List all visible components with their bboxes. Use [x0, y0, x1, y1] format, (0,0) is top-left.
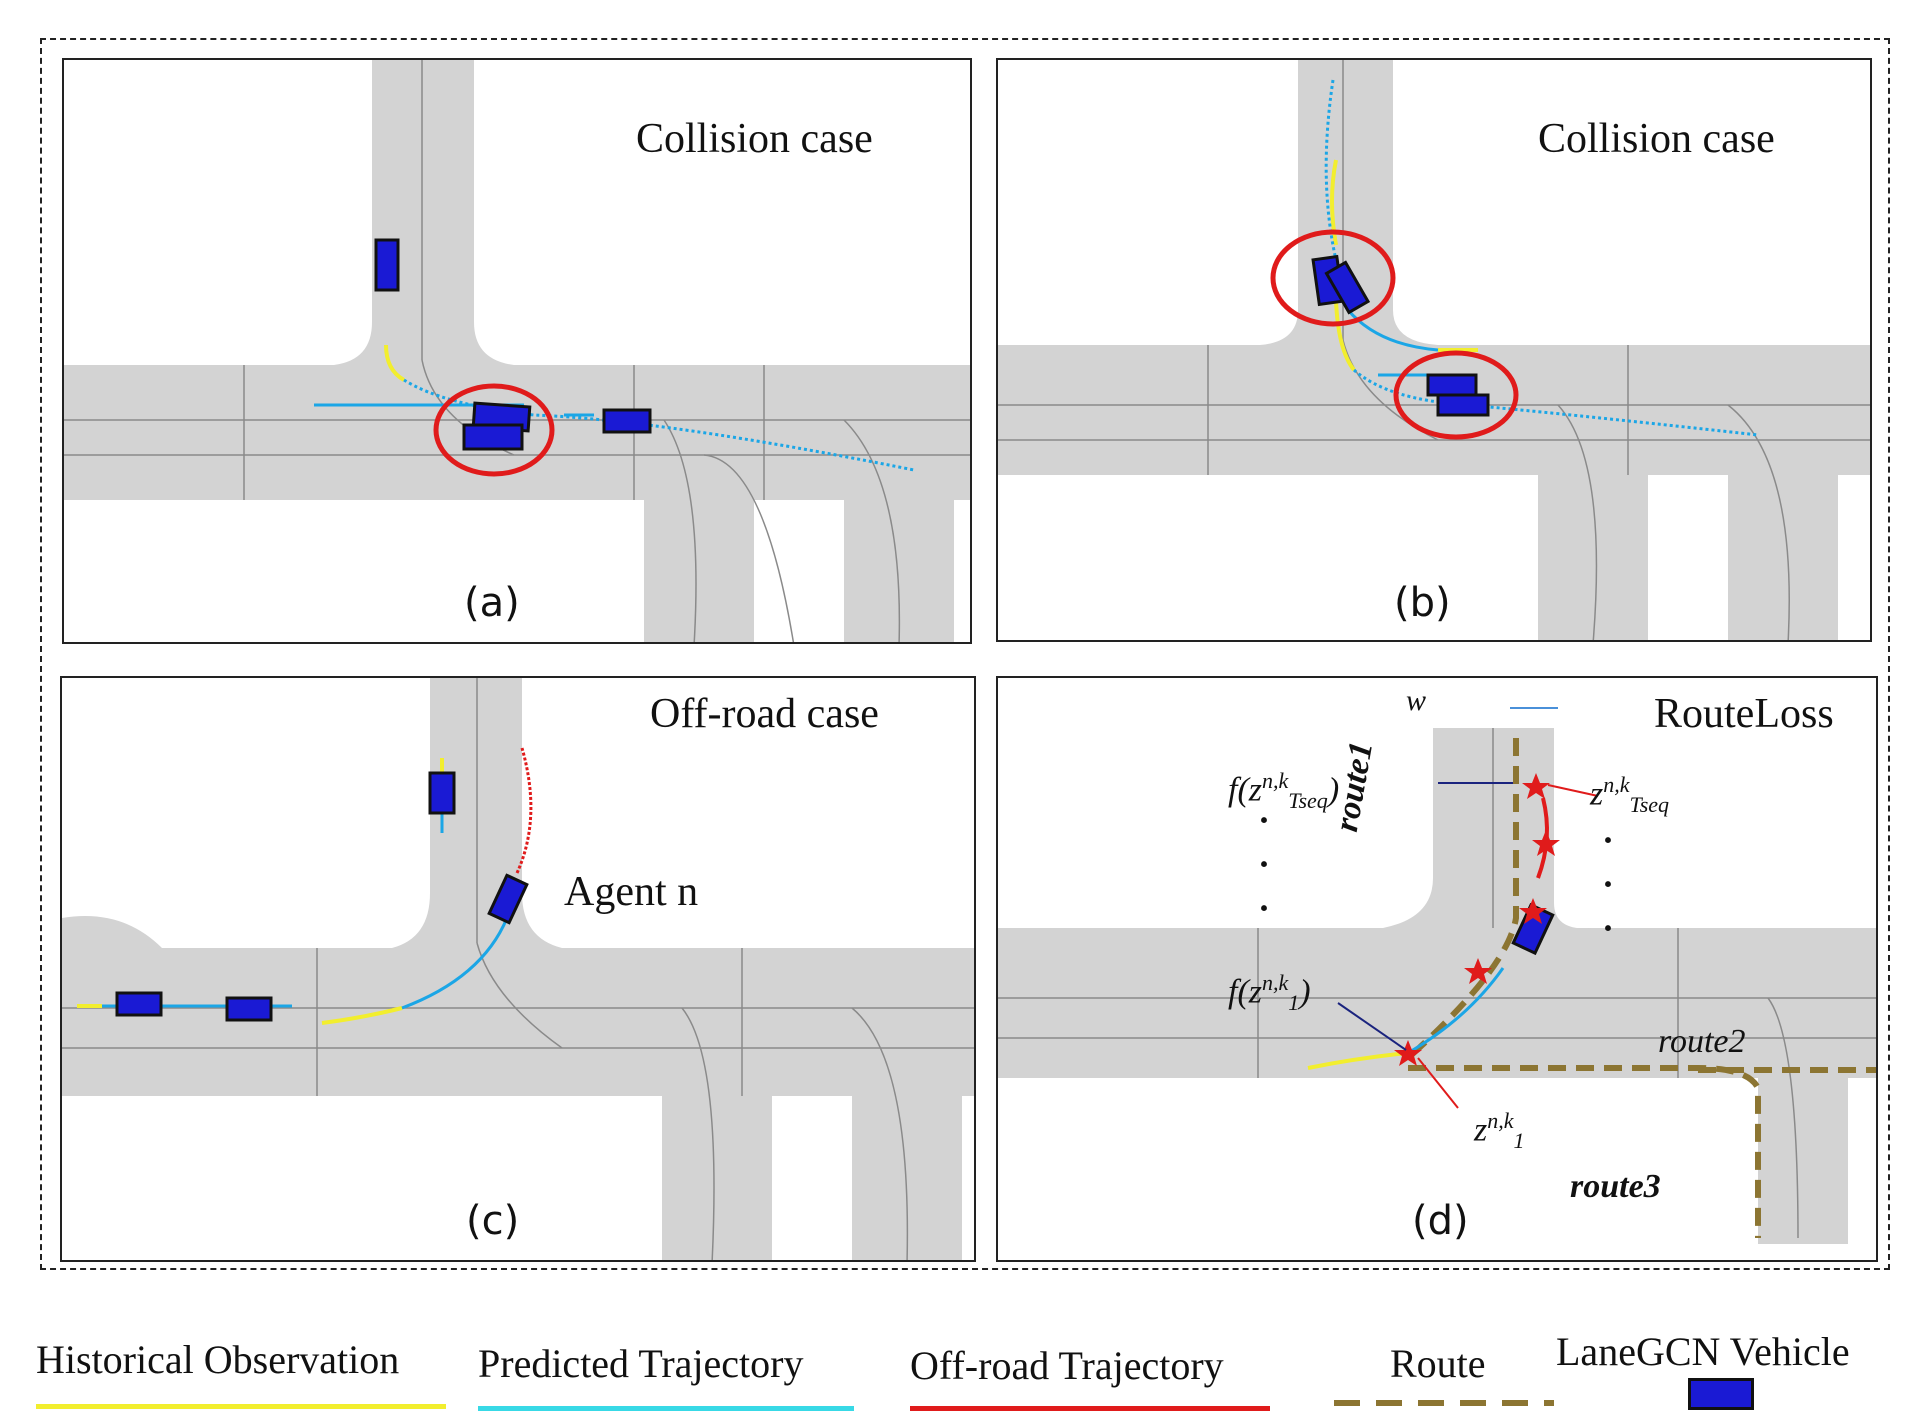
- panel-a-map: [64, 60, 970, 642]
- vehicle-icon: [115, 991, 163, 1017]
- historical-path: [1307, 1051, 1409, 1070]
- agent-label: Agent n: [564, 869, 699, 915]
- f-bottom-label: f(zn,k1): [1228, 970, 1311, 1016]
- historical-path: [1330, 159, 1338, 246]
- legend-predicted-label: Predicted Trajectory: [478, 1341, 804, 1386]
- vehicle-icon: [602, 408, 652, 434]
- vehicle-icon: [428, 771, 456, 815]
- arrow-icon: [1417, 784, 1599, 1109]
- panel-title: RouteLoss: [1654, 691, 1834, 737]
- panel-title: Off-road case: [650, 691, 879, 737]
- panel-c: Off-road case Agent n (c): [60, 676, 976, 1262]
- historical-path: [384, 344, 406, 382]
- legend-historical-label: Historical Observation: [36, 1337, 400, 1382]
- vehicle-icon: [1324, 260, 1371, 315]
- legend: Historical Observation Predicted Traject…: [0, 1300, 1927, 1428]
- legend-offroad-swatch: [910, 1406, 1270, 1411]
- f-top-label: f(zn,kTseq): [1228, 768, 1340, 814]
- arrow-icon: [1337, 782, 1513, 1051]
- legend-route-label: Route: [1390, 1341, 1486, 1386]
- legend-historical-swatch: [36, 1404, 446, 1409]
- panel-d: w RouteLoss f(zn,kTseq) zn,kTseq ··· ···…: [996, 676, 1878, 1262]
- vehicle-icon: [1688, 1378, 1754, 1410]
- predicted-path: [1353, 368, 1759, 437]
- road-area: [62, 678, 974, 1260]
- historical-path: [321, 1006, 403, 1025]
- offroad-path: [515, 747, 533, 874]
- road-area: [998, 60, 1870, 640]
- panel-label: (d): [1412, 1198, 1469, 1244]
- legend-vehicle-label: LaneGCN Vehicle: [1556, 1329, 1850, 1374]
- collision-circle-icon: [1270, 229, 1396, 327]
- panel-b: Collision case (b): [996, 58, 1872, 642]
- vehicle-icon: [225, 996, 273, 1022]
- star-icon: [1394, 773, 1560, 1066]
- panel-c-map: [62, 678, 974, 1260]
- panel-d-map: [998, 707, 1876, 1244]
- panel-label: (a): [464, 580, 520, 626]
- width-label: w: [1406, 684, 1427, 717]
- vehicle-icon: [1426, 373, 1478, 397]
- route2-label: route2: [1658, 1023, 1746, 1060]
- predicted-path: [1346, 309, 1439, 352]
- historical-path: [1334, 299, 1356, 372]
- lane-lines: [998, 728, 1876, 1239]
- lane-lines: [62, 678, 974, 1260]
- legend-predicted-swatch: [478, 1406, 854, 1411]
- panel-b-map: [998, 60, 1870, 640]
- legend-route-swatch: [1334, 1400, 1554, 1406]
- ellipsis-left: ···: [1258, 800, 1271, 928]
- z-top-label: zn,kTseq: [1590, 772, 1670, 818]
- vehicle-icon: [1436, 393, 1490, 417]
- road-area: [998, 728, 1876, 1244]
- predicted-path: [1407, 967, 1505, 1055]
- collision-circle-icon: [433, 383, 555, 477]
- figure-frame: [40, 38, 1890, 1270]
- ellipsis-right: ···: [1602, 820, 1615, 948]
- panel-title: Collision case: [1538, 116, 1775, 162]
- vehicle-icon: [462, 423, 524, 451]
- panel-label: (b): [1394, 580, 1451, 626]
- collision-circle-icon: [1393, 350, 1519, 440]
- panel-label: (c): [466, 1198, 520, 1244]
- legend-offroad-label: Off-road Trajectory: [910, 1343, 1224, 1388]
- panel-a: Collision case (a): [62, 58, 972, 644]
- route-path: [1405, 738, 1519, 1061]
- vehicle-icon: [487, 873, 529, 925]
- z-bottom-label: zn,k1: [1474, 1108, 1525, 1154]
- route3-label: route3: [1570, 1168, 1661, 1205]
- predicted-path: [401, 917, 509, 1010]
- vehicle-icon: [374, 238, 400, 292]
- panel-title: Collision case: [636, 116, 873, 162]
